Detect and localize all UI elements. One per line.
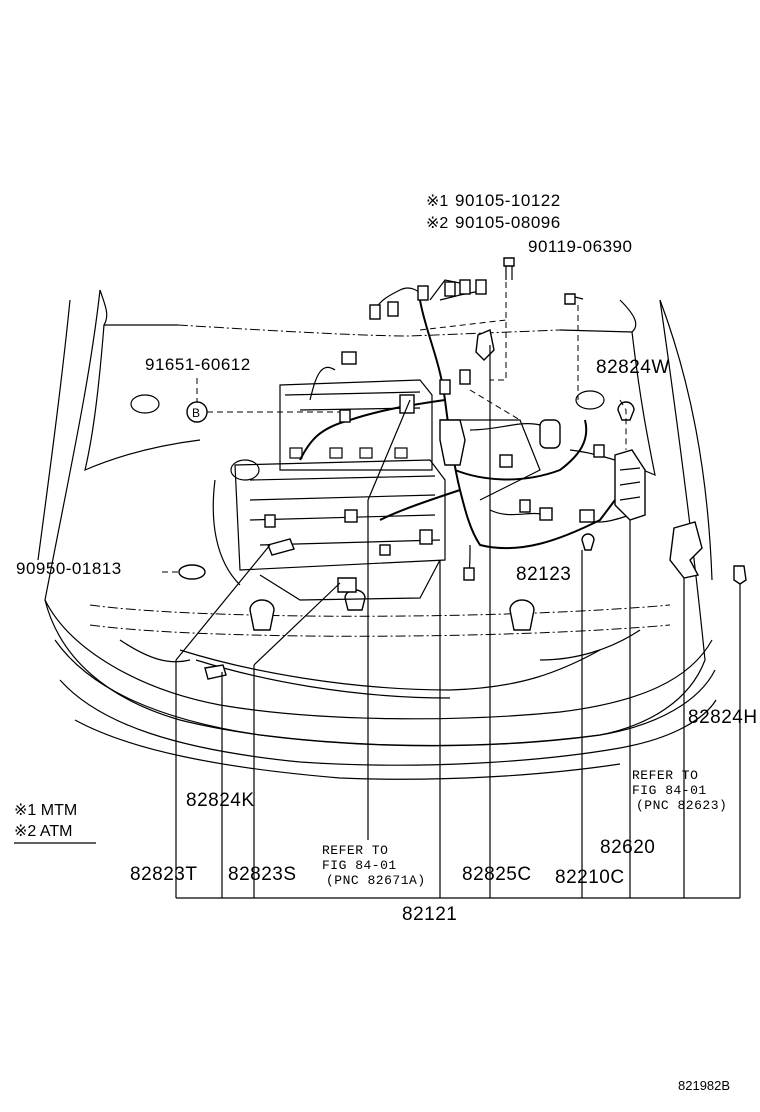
part-82210C: 82210C (555, 867, 625, 888)
leader-lines (14, 345, 741, 899)
engine-block (212, 379, 541, 601)
part-90119-06390: 90119-06390 (528, 237, 632, 256)
part-82123: 82123 (516, 564, 571, 585)
ref-b-line-2: FIG 84-01 (632, 783, 707, 798)
hardware-parts: B (178, 257, 747, 680)
vehicle-body-outline (37, 289, 717, 780)
figure-code: 821982B (678, 1078, 730, 1093)
reference-lines (162, 282, 627, 573)
part-82823S: 82823S (228, 864, 297, 885)
part-82824W: 82824W (596, 357, 670, 378)
part-90105-08096: 90105-08096 (455, 213, 561, 232)
part-91651-60612: 91651-60612 (145, 355, 251, 374)
part-82824H: 82824H (688, 707, 758, 728)
legend: ※1 MTM ※2 ATM (14, 802, 77, 840)
part-82823T: 82823T (130, 864, 197, 885)
part-82121: 82121 (402, 904, 457, 925)
wire-harness (264, 279, 646, 581)
part-labels: ※1 90105-10122 ※2 90105-08096 90119-0639… (16, 191, 758, 925)
mark-2-label: ※2 (426, 215, 448, 232)
legend-atm: ※2 ATM (14, 823, 72, 840)
reference-notes: REFER TO FIG 84-01 (PNC 82671A) REFER TO… (322, 768, 727, 888)
part-82824K: 82824K (186, 790, 255, 811)
part-82620: 82620 (600, 837, 655, 858)
legend-mtm: ※1 MTM (14, 802, 77, 819)
ref-b-line-1: REFER TO (632, 768, 698, 783)
ref-a-line-1: REFER TO (322, 843, 388, 858)
ref-b-line-3: (PNC 82623) (636, 798, 727, 813)
part-90950-01813: 90950-01813 (16, 559, 122, 578)
ref-a-line-3: (PNC 82671A) (326, 873, 426, 888)
part-90105-10122: 90105-10122 (455, 191, 561, 210)
svg-text:B: B (192, 406, 200, 420)
ref-a-line-2: FIG 84-01 (322, 858, 397, 873)
mark-1-label: ※1 (426, 193, 448, 210)
part-82825C: 82825C (462, 864, 532, 885)
